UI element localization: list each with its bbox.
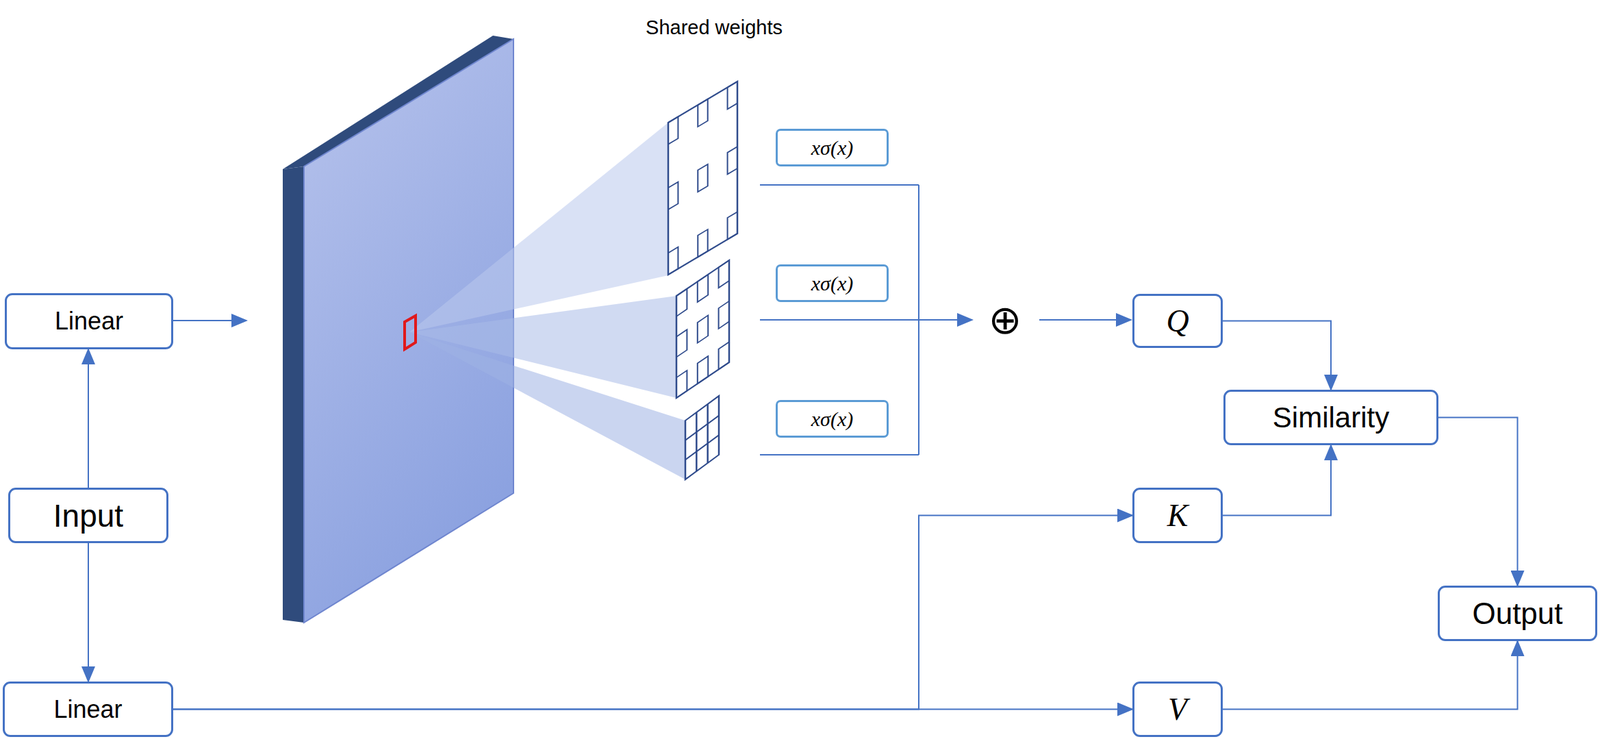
sum-symbol: ⊕ — [988, 296, 1023, 344]
connector — [1222, 640, 1518, 710]
node-text: Similarity — [1272, 401, 1390, 435]
node-text: Linear — [54, 306, 124, 336]
caption-label: Shared weights — [645, 16, 783, 40]
activation-box: xσ(x) — [775, 399, 889, 438]
dilated-kernel — [676, 260, 730, 398]
process-box: Output — [1437, 585, 1598, 641]
node-text: xσ(x) — [811, 136, 854, 160]
receptive-cone — [409, 332, 719, 480]
node-text: Output — [1471, 596, 1563, 631]
plane-side — [282, 166, 304, 623]
node-text: xσ(x) — [811, 271, 854, 296]
red-cell — [404, 315, 416, 350]
connector — [87, 542, 90, 682]
connector — [1222, 445, 1331, 516]
process-box: Linear — [4, 293, 174, 350]
node-text: K — [1167, 497, 1189, 534]
node-text: V — [1167, 690, 1188, 728]
connector — [1222, 321, 1331, 391]
kernel-grid — [685, 395, 719, 480]
process-box: Input — [8, 487, 169, 543]
node-text: Input — [53, 497, 124, 535]
process-box: Similarity — [1223, 389, 1439, 446]
process-box: Linear — [2, 681, 174, 737]
activation-box: xσ(x) — [775, 128, 889, 167]
connector — [1438, 417, 1518, 587]
node-text: Q — [1165, 302, 1189, 339]
connector — [173, 708, 1133, 710]
node-text: xσ(x) — [811, 407, 854, 431]
connector — [87, 349, 90, 488]
process-box: K — [1132, 487, 1223, 543]
merge-lines — [173, 184, 1132, 455]
activation-box: xσ(x) — [775, 264, 889, 302]
process-box: V — [1132, 681, 1223, 737]
process-box: Q — [1132, 293, 1223, 348]
connector — [173, 515, 1133, 710]
receptive-cone — [409, 260, 730, 398]
node-text: Linear — [53, 694, 122, 724]
dilated-kernel — [668, 81, 738, 275]
